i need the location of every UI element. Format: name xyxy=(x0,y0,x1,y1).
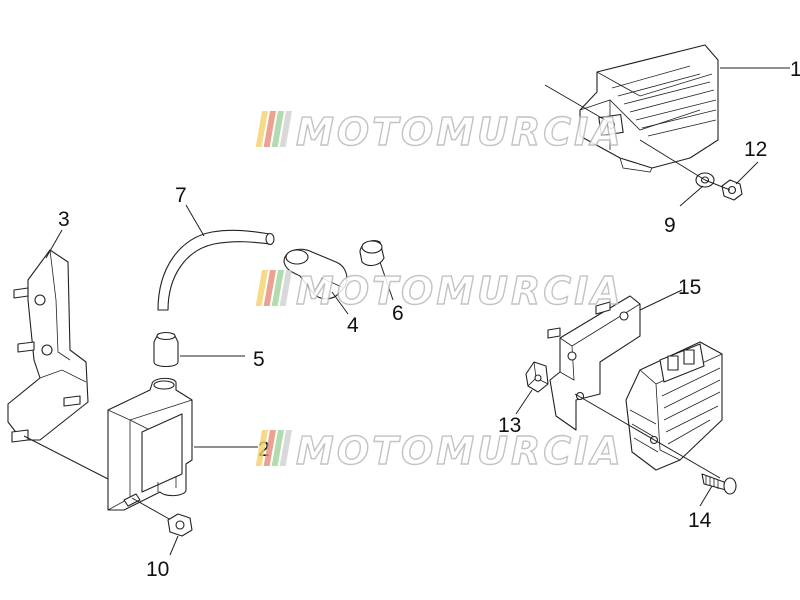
watermark-middle: MOTOMURCIA xyxy=(255,268,624,314)
part-number-7[interactable]: 7 xyxy=(175,184,187,207)
watermark-top: MOTOMURCIA xyxy=(255,109,624,155)
part-12-nut[interactable] xyxy=(721,179,743,201)
part-4-plug-cap[interactable] xyxy=(283,248,348,300)
part-number-1[interactable]: 1 xyxy=(790,58,800,81)
part-15-bracket[interactable] xyxy=(547,295,641,431)
part-7-hose[interactable] xyxy=(157,229,275,311)
watermark-text: MOTOMURCIA xyxy=(296,110,624,154)
part-2-ignition-coil[interactable] xyxy=(107,377,193,511)
part-number-9[interactable]: 9 xyxy=(664,214,676,237)
part-number-5[interactable]: 5 xyxy=(253,348,265,371)
part-number-15[interactable]: 15 xyxy=(678,276,701,299)
part-number-12[interactable]: 12 xyxy=(744,138,767,161)
watermark-bottom: MOTOMURCIA xyxy=(255,428,624,474)
part-number-3[interactable]: 3 xyxy=(58,208,70,231)
part-number-6[interactable]: 6 xyxy=(392,302,404,325)
part-13-clip-nut[interactable] xyxy=(525,361,549,393)
part-number-14[interactable]: 14 xyxy=(688,509,712,532)
part-number-10[interactable]: 10 xyxy=(146,558,169,581)
part-number-13[interactable]: 13 xyxy=(498,414,521,437)
part-6-bushing[interactable] xyxy=(359,240,385,267)
part-10-nut[interactable] xyxy=(167,513,193,537)
part-1-voltage-regulator[interactable] xyxy=(579,44,719,173)
part-number-4[interactable]: 4 xyxy=(347,314,359,337)
part-number-labels: 1 2 3 4 5 6 7 9 10 12 13 14 15 xyxy=(58,58,800,581)
watermark-text: MOTOMURCIA xyxy=(296,429,624,473)
part-3-bracket[interactable] xyxy=(7,249,89,443)
watermark-text: MOTOMURCIA xyxy=(296,269,624,313)
part-5-cap[interactable] xyxy=(153,331,179,368)
part-14-screw[interactable] xyxy=(701,473,737,495)
